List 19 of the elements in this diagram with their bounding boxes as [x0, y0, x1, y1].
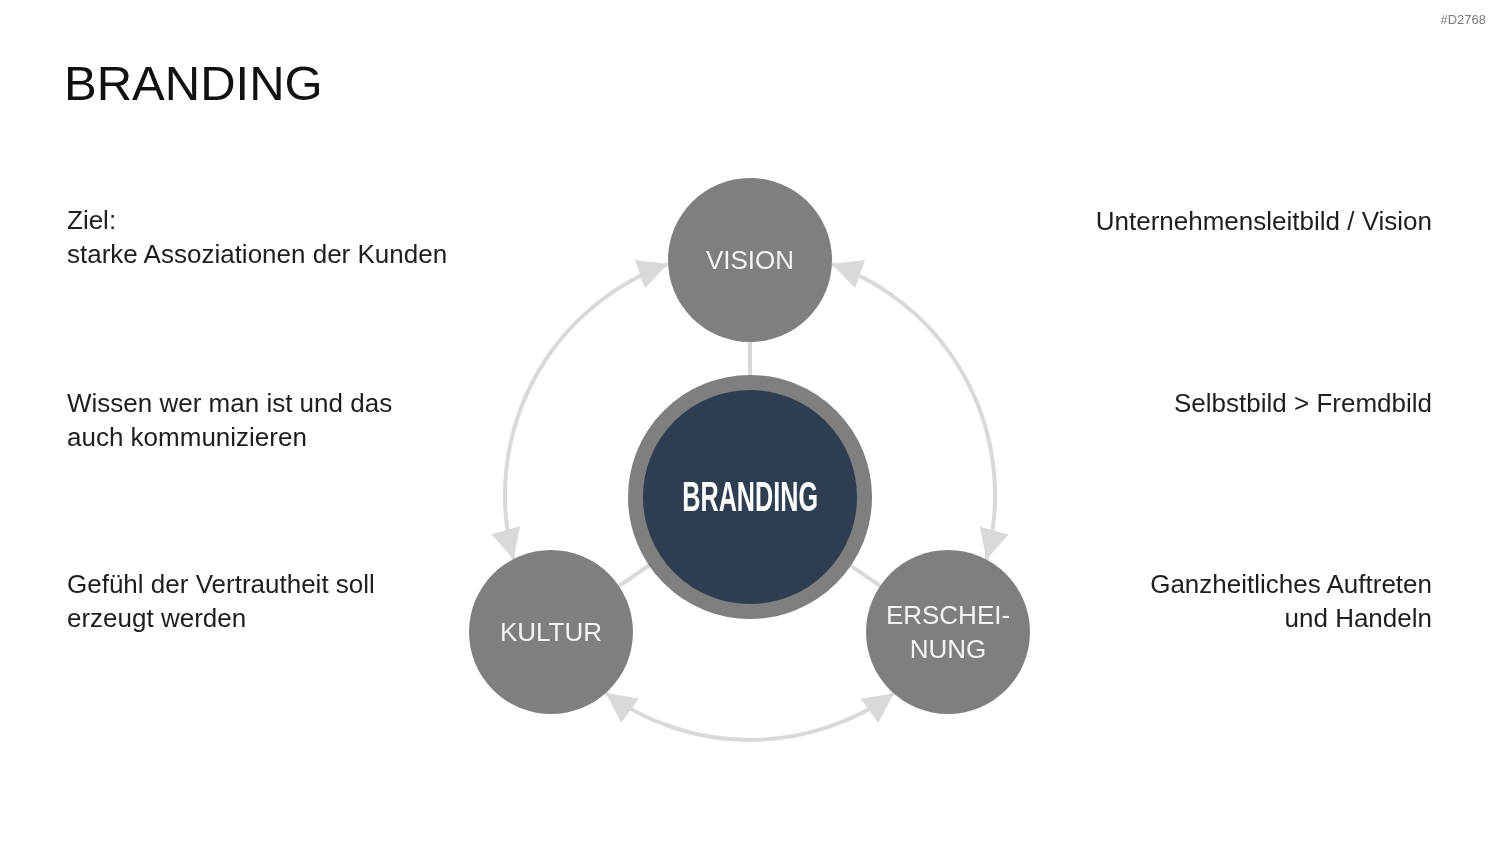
connector-line — [849, 564, 882, 588]
node-label: BRANDING — [682, 473, 818, 521]
text-label: Wissen wer man ist und das auch kommunizieren — [67, 387, 394, 454]
text-label: Unternehmensleitbild / Vision — [1094, 205, 1432, 238]
curved-double-arrow — [604, 691, 895, 742]
curved-double-arrow — [831, 262, 1008, 560]
text-label: Ganzheitliches Auftreten und Handeln — [1149, 568, 1432, 635]
slide-code: #D2768 — [1439, 12, 1486, 28]
node-label: VISION — [705, 244, 795, 277]
node-label: KULTUR — [499, 616, 603, 649]
slide-title: BRANDING — [64, 59, 323, 108]
curved-double-arrow — [492, 262, 669, 560]
connector-line — [617, 563, 651, 588]
text-label: Selbstbild > Fremdbild — [1173, 387, 1432, 420]
node-label: ERSCHEI- NUNG — [884, 599, 1012, 666]
connector-line — [748, 342, 752, 375]
text-label: starke Assoziationen der Kunden — [67, 238, 449, 271]
text-label: Ziel: — [67, 204, 118, 237]
text-label: Gefühl der Vertrautheit soll erzeugt werden — [67, 568, 376, 635]
